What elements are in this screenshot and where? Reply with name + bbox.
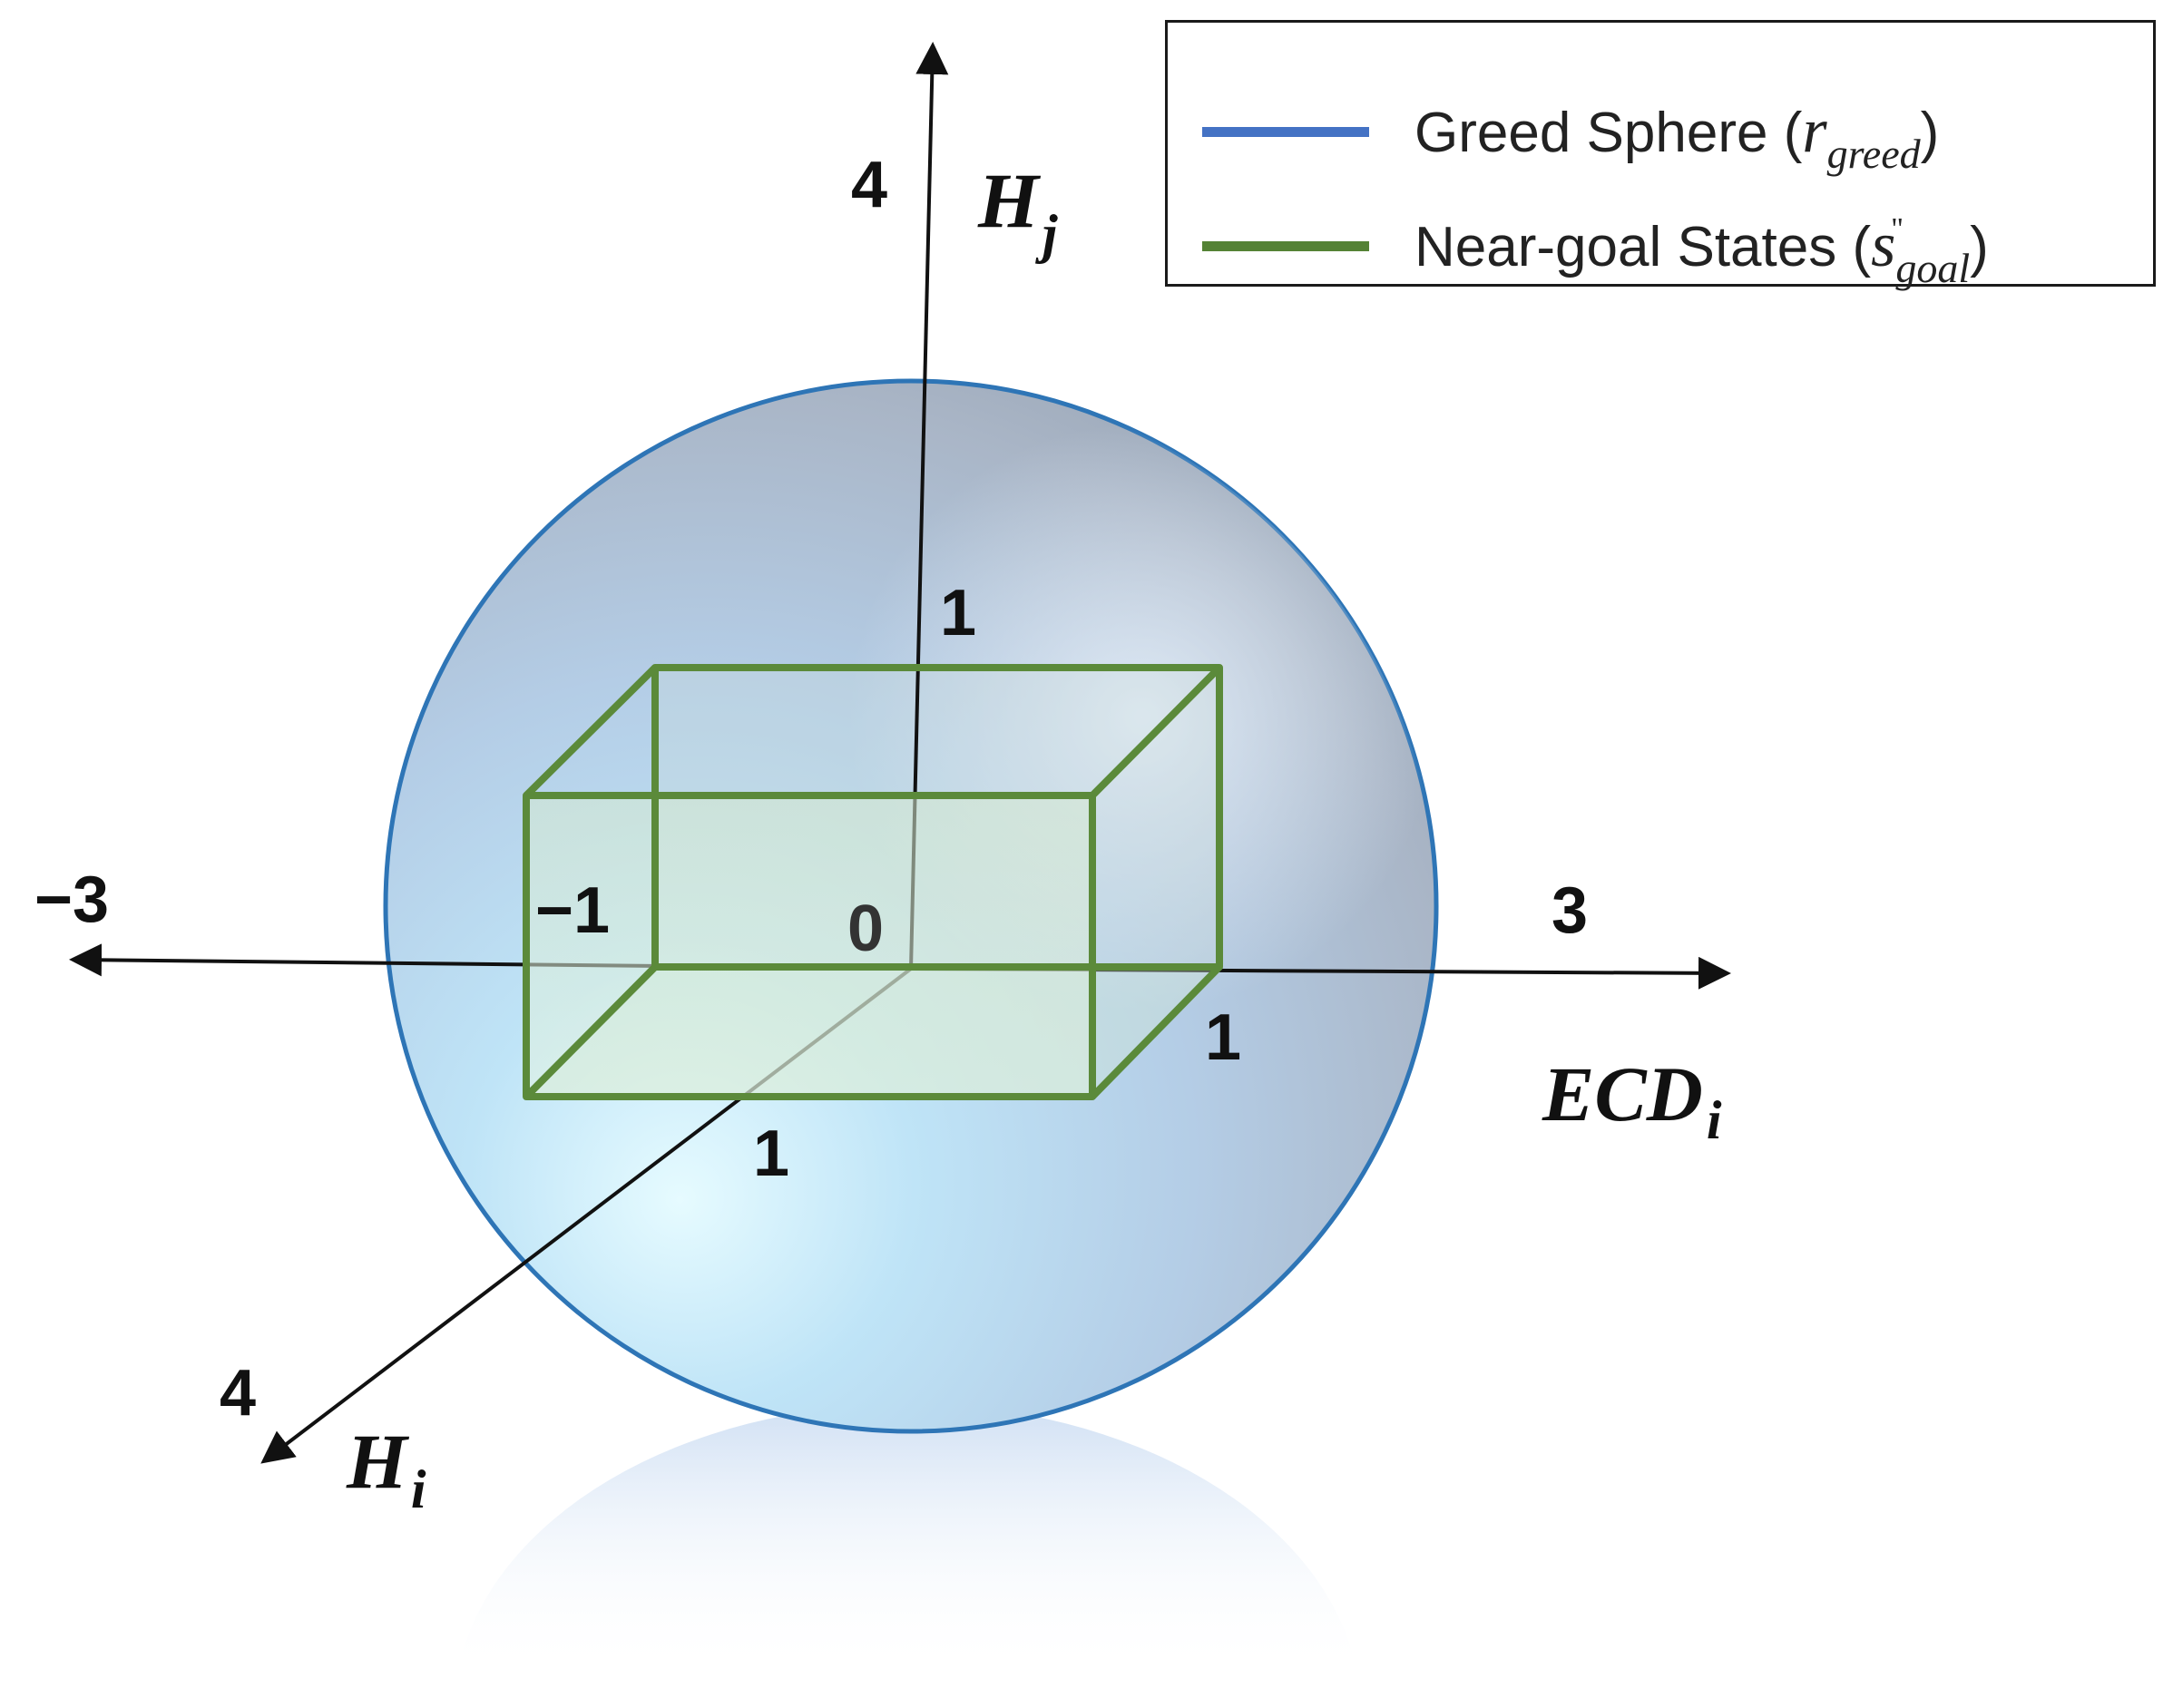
ecd-minus-one-tick: −1 bbox=[535, 874, 610, 947]
legend-swatch-blue bbox=[1202, 127, 1369, 137]
legend-item-greed-sphere: Greed Sphere (rgreed) bbox=[1168, 86, 2153, 177]
sphere-reflection bbox=[458, 1403, 1356, 1674]
hj-axis-label: Hj bbox=[977, 157, 1058, 264]
ecd-axis-label: ECDi bbox=[1542, 1050, 1722, 1150]
hj-one-tick: 1 bbox=[940, 577, 976, 649]
hi-end-tick: 4 bbox=[220, 1357, 256, 1430]
legend-swatch-green bbox=[1202, 241, 1369, 251]
origin-tick: 0 bbox=[847, 893, 884, 965]
hj-end-tick: 4 bbox=[851, 149, 887, 221]
near-goal-box bbox=[523, 664, 1223, 1100]
box-front-face bbox=[526, 795, 1092, 1097]
legend-item-near-goal: Near-goal States (s"goal) bbox=[1168, 200, 2153, 291]
ecd-pos-tick: 3 bbox=[1551, 874, 1588, 947]
hi-axis-label: Hi bbox=[346, 1418, 426, 1519]
ecd-neg-tick: −3 bbox=[34, 864, 109, 936]
hi-one-tick: 1 bbox=[753, 1118, 789, 1190]
legend: Greed Sphere (rgreed) Near-goal States (… bbox=[1165, 20, 2156, 291]
legend-label-near-goal: Near-goal States (s"goal) bbox=[1414, 210, 1989, 291]
legend-label-greed-sphere: Greed Sphere (rgreed) bbox=[1414, 96, 1940, 177]
ecd-one-tick: 1 bbox=[1205, 1001, 1241, 1074]
box-bottom-face bbox=[526, 967, 1219, 1097]
